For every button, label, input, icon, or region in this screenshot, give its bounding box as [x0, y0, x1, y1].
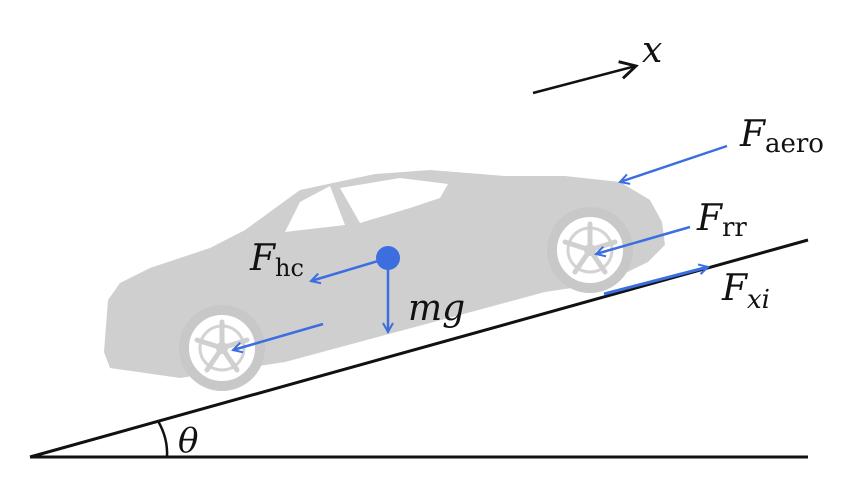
- f-rr-label: Frr: [696, 198, 747, 243]
- f-aero-label: Faero: [739, 114, 824, 159]
- mg-label: mg: [408, 288, 465, 329]
- car-silhouette-icon: [104, 170, 665, 391]
- x-axis-label: x: [642, 30, 662, 71]
- f-aero-arrow: [620, 144, 728, 182]
- angle-arc: [156, 420, 169, 458]
- car-rear-window: [285, 186, 345, 232]
- f-hc-arrow: [311, 256, 389, 281]
- angle-theta-label: θ: [178, 421, 198, 461]
- car-front-window: [340, 178, 448, 223]
- f-xi-label: Fxi: [721, 268, 770, 315]
- f-xi-arrow: [603, 267, 708, 296]
- rear-wheel-icon: [179, 305, 265, 391]
- f-hc-label: Fhc: [249, 238, 304, 282]
- f-rr-front-arrow: [596, 225, 691, 254]
- f-rr-rear-arrow: [233, 322, 324, 350]
- center-of-mass-dot-icon: [376, 246, 400, 270]
- front-wheel-icon: [547, 207, 633, 293]
- x-axis-arrow: [532, 66, 636, 95]
